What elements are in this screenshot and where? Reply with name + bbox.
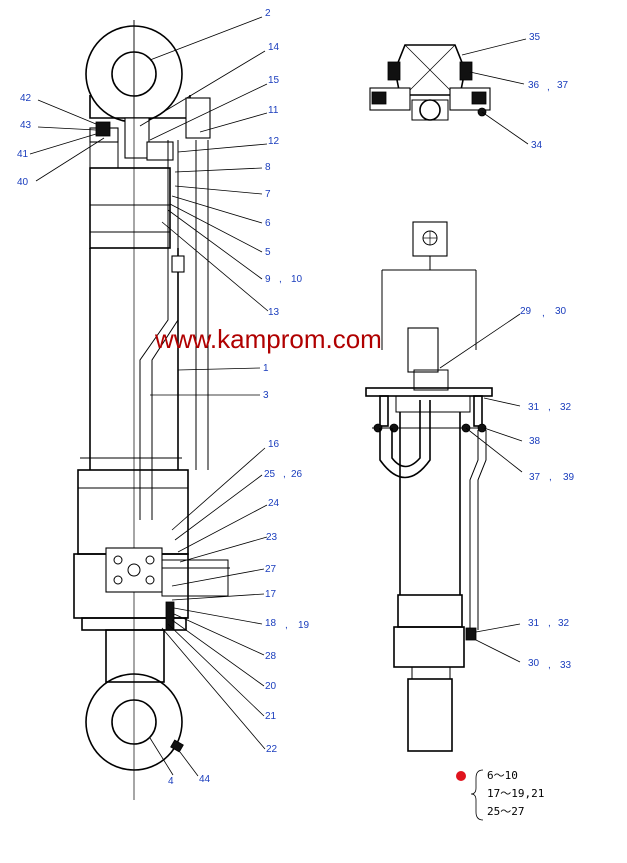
callout-31-top: 31: [528, 402, 540, 413]
callout-43: 43: [20, 120, 32, 131]
callout-34: 34: [531, 140, 543, 151]
callout-27: 27: [265, 564, 277, 575]
callout-7: 7: [265, 189, 271, 200]
kit-marker-dot: [456, 771, 466, 781]
callout-9: 9: [265, 274, 271, 285]
callout-15: 15: [268, 75, 280, 86]
callout-31-bottom: 31: [528, 618, 540, 629]
callout-10: 10: [291, 274, 303, 285]
callout-5: 5: [265, 247, 271, 258]
callout-17: 17: [265, 589, 277, 600]
callout-35: 35: [529, 32, 541, 43]
callout-38: 38: [529, 436, 541, 447]
callout-separator: ,: [547, 82, 550, 93]
callout-21: 21: [265, 711, 277, 722]
callout-30-top: 30: [555, 306, 567, 317]
callout-42: 42: [20, 93, 32, 104]
callout-44: 44: [199, 774, 211, 785]
callout-12: 12: [268, 136, 280, 147]
callout-26: 26: [291, 469, 303, 480]
seal-kit-note: 6～10 17～19,21 25～27: [456, 769, 544, 821]
callout-labels: 2 14 15 11 12 8 7 6 5 9 , 10 13 1 3 16 2…: [17, 8, 575, 787]
callout-separator: ,: [548, 402, 551, 413]
callout-1: 1: [263, 363, 269, 374]
callout-41: 41: [17, 149, 29, 160]
callout-separator: ,: [548, 660, 551, 671]
callout-37-mid: 37: [529, 472, 541, 483]
callout-separator: ,: [283, 469, 286, 480]
callout-39: 39: [563, 472, 575, 483]
kit-line-1: 6～10: [487, 769, 518, 782]
callout-23: 23: [266, 532, 278, 543]
callout-separator: ,: [285, 620, 288, 631]
callout-11: 11: [268, 105, 279, 116]
callout-37-top: 37: [557, 80, 569, 91]
callout-8: 8: [265, 162, 271, 173]
callout-separator: ,: [549, 472, 552, 483]
callout-28: 28: [265, 651, 277, 662]
callout-2: 2: [265, 8, 271, 19]
callout-14: 14: [268, 42, 280, 53]
callout-36: 36: [528, 80, 540, 91]
callout-13: 13: [268, 307, 280, 318]
leader-lines: [29, 16, 529, 777]
callout-4: 4: [168, 776, 174, 787]
callout-19: 19: [298, 620, 310, 631]
callout-20: 20: [265, 681, 277, 692]
callout-3: 3: [263, 390, 269, 401]
main-cylinder-drawing: [73, 20, 230, 800]
callout-separator: ,: [548, 618, 551, 629]
watermark-text: www.kamprom.com: [154, 324, 382, 354]
callout-40: 40: [17, 177, 29, 188]
side-view-cylinder-drawing: [365, 221, 493, 752]
callout-22: 22: [266, 744, 278, 755]
callout-6: 6: [265, 218, 271, 229]
callout-24: 24: [268, 498, 280, 509]
kit-line-3: 25～27: [487, 805, 525, 818]
callout-32-bottom: 32: [558, 618, 570, 629]
callout-18: 18: [265, 618, 277, 629]
callout-33: 33: [560, 660, 572, 671]
callout-29: 29: [520, 306, 532, 317]
callout-separator: ,: [279, 274, 282, 285]
callout-30-bottom: 30: [528, 658, 540, 669]
callout-16: 16: [268, 439, 280, 450]
callout-32-top: 32: [560, 402, 572, 413]
callout-25: 25: [264, 469, 276, 480]
callout-separator: ,: [542, 308, 545, 319]
head-end-view-drawing: [369, 44, 491, 121]
kit-line-2: 17～19,21: [487, 787, 544, 800]
